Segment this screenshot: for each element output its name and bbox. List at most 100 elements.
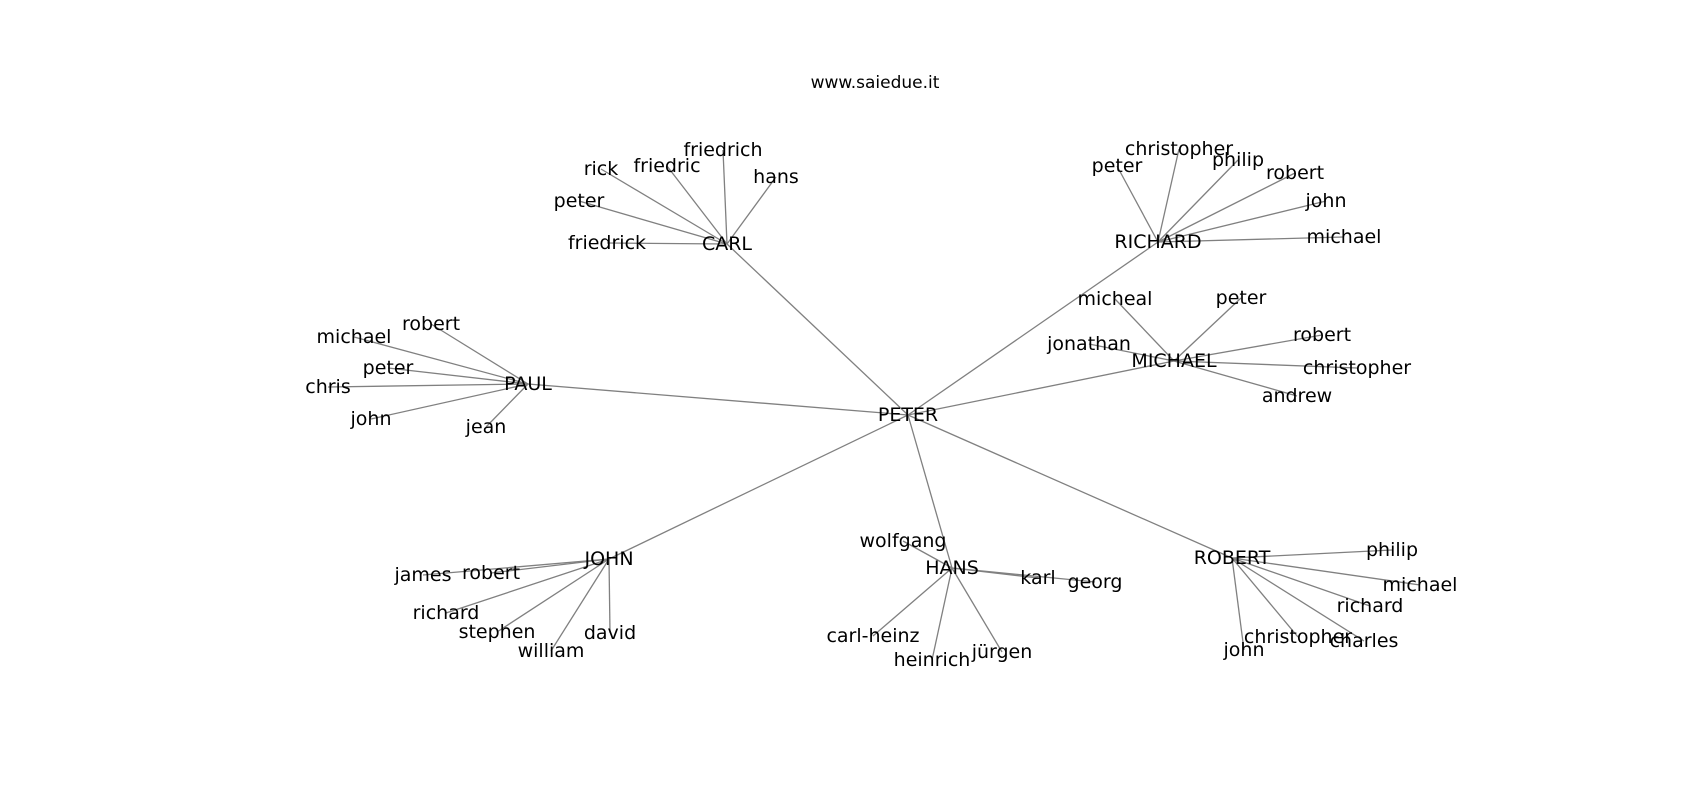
edges: [327, 148, 1421, 661]
leaf-node-hans-carl-heinz: carl-heinz: [826, 625, 919, 647]
edge-john-robert: [490, 558, 610, 574]
leaf-node-michael-micheal: micheal: [1078, 288, 1153, 310]
edge-john-richard: [445, 558, 610, 614]
edge-carl-peter: [578, 200, 728, 245]
leaf-node-carl-hans: hans: [753, 166, 799, 188]
hub-node-carl: CARL: [702, 233, 752, 255]
hub-node-hans: HANS: [925, 557, 979, 579]
edge-robert-charles: [1231, 557, 1365, 642]
edge-paul-chris: [327, 383, 529, 388]
diagram-title: www.saiedue.it: [811, 73, 940, 93]
leaf-node-richard-john: john: [1305, 190, 1347, 212]
edge-paul-peter: [387, 367, 529, 385]
leaf-node-john-james: james: [393, 564, 451, 586]
edge-michael-robert: [1173, 334, 1323, 362]
leaf-node-carl-friedric: friedric: [633, 155, 700, 177]
edge-john-david: [608, 558, 611, 634]
edge-peter-john: [608, 414, 909, 560]
leaf-node-richard-robert: robert: [1266, 162, 1324, 184]
leaf-node-robert-christopher: christopher: [1244, 626, 1352, 648]
edge-richard-michael: [1157, 236, 1345, 243]
hub-node-john: JOHN: [583, 548, 633, 570]
hub-node-michael: MICHAEL: [1131, 350, 1217, 372]
edge-richard-christopher: [1157, 148, 1180, 243]
edge-michael-peter: [1173, 297, 1242, 362]
leaf-node-richard-philip: philip: [1212, 149, 1264, 171]
edge-paul-john: [370, 383, 529, 420]
edge-john-james: [422, 558, 610, 576]
edge-michael-christopher: [1173, 360, 1358, 369]
edge-paul-robert: [430, 323, 529, 385]
edge-peter-paul: [527, 383, 909, 416]
edge-hans-wolfgang: [902, 540, 953, 569]
leaf-node-carl-peter: peter: [554, 190, 605, 212]
leaf-node-paul-jean: jean: [465, 416, 507, 438]
leaf-node-hans-jürgen: jürgen: [971, 641, 1033, 663]
leaf-node-michael-robert: robert: [1293, 324, 1351, 346]
leaf-node-paul-chris: chris: [305, 376, 350, 398]
leaf-node-michael-andrew: andrew: [1262, 385, 1332, 407]
edge-robert-philip: [1231, 549, 1393, 559]
edge-peter-michael: [907, 360, 1175, 416]
edge-hans-heinrich: [931, 567, 953, 661]
edge-peter-richard: [907, 241, 1159, 416]
leaf-node-richard-michael: michael: [1307, 226, 1382, 248]
leaf-node-john-richard: richard: [413, 602, 480, 624]
leaf-node-hans-karl: karl: [1020, 567, 1055, 589]
leaf-node-richard-peter: peter: [1092, 155, 1143, 177]
leaf-node-michael-christopher: christopher: [1303, 357, 1411, 379]
leaf-node-robert-michael: michael: [1383, 574, 1458, 596]
edge-hans-georg: [951, 567, 1096, 583]
leaf-node-paul-peter: peter: [363, 357, 414, 379]
leaf-node-hans-georg: georg: [1068, 571, 1123, 593]
edge-michael-jonathan: [1088, 343, 1175, 362]
edge-michael-andrew: [1173, 360, 1298, 397]
leaf-node-robert-philip: philip: [1366, 539, 1418, 561]
edge-paul-michael: [353, 336, 529, 385]
edge-carl-friedrick: [606, 242, 728, 245]
leaf-node-robert-richard: richard: [1337, 595, 1404, 617]
leaf-node-paul-robert: robert: [402, 313, 460, 335]
edge-peter-carl: [726, 243, 909, 416]
edge-carl-friedrich: [722, 149, 728, 245]
leaf-node-john-robert: robert: [462, 562, 520, 584]
leaf-node-michael-peter: peter: [1216, 287, 1267, 309]
edge-robert-michael: [1231, 557, 1421, 586]
edge-hans-jürgen: [951, 567, 1003, 653]
edge-peter-hans: [907, 414, 953, 569]
leaf-node-john-stephen: stephen: [459, 621, 536, 643]
edge-richard-john: [1157, 200, 1327, 243]
leaf-node-richard-christopher: christopher: [1125, 138, 1233, 160]
leaf-node-carl-friedrich: friedrich: [683, 139, 762, 161]
edge-hans-carl-heinz: [872, 567, 953, 637]
hub-node-paul: PAUL: [504, 373, 552, 395]
leaf-node-hans-heinrich: heinrich: [894, 649, 971, 671]
leaf-node-robert-john: john: [1223, 639, 1265, 661]
leaf-node-carl-rick: rick: [584, 158, 619, 180]
edge-john-stephen: [496, 558, 610, 633]
edge-richard-peter: [1116, 165, 1159, 243]
edge-richard-philip: [1157, 159, 1239, 243]
leaf-node-paul-john: john: [350, 408, 392, 430]
leaf-node-hans-wolfgang: wolfgang: [860, 530, 947, 552]
edge-carl-rick: [600, 168, 728, 245]
leaf-node-paul-michael: michael: [317, 326, 392, 348]
edge-peter-robert: [907, 414, 1233, 559]
edge-michael-micheal: [1114, 298, 1175, 362]
leaf-node-michael-jonathan: jonathan: [1046, 333, 1131, 355]
hub-node-robert: ROBERT: [1194, 547, 1271, 569]
edge-carl-hans: [726, 176, 777, 245]
root-node-peter: PETER: [878, 404, 938, 426]
edge-robert-christopher: [1231, 557, 1299, 638]
leaf-node-john-david: david: [584, 622, 636, 644]
leaf-node-robert-charles: charles: [1330, 630, 1399, 652]
edge-robert-richard: [1231, 557, 1371, 607]
edge-john-william: [550, 558, 610, 652]
edge-richard-robert: [1157, 172, 1296, 243]
hub-node-richard: RICHARD: [1114, 231, 1201, 253]
edge-carl-friedric: [666, 165, 728, 245]
leaf-node-john-william: william: [518, 640, 585, 662]
edge-robert-john: [1231, 557, 1245, 651]
